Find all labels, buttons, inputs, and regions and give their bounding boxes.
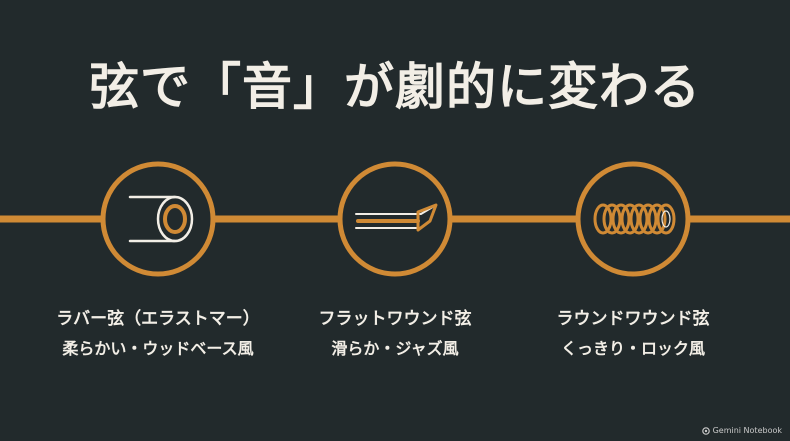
flatwound-string-name: フラットワウンド弦 [318,309,472,329]
rubber-string-name: ラバー弦（エラストマー） [56,309,260,329]
roundwound-string-label: ラウンドワウンド弦 くっきり・ロック風 [523,307,743,361]
flatwound-string-label: フラットワウンド弦 滑らか・ジャズ風 [285,307,505,361]
rubber-string-icon [100,161,216,277]
flatwound-string-icon [337,161,453,277]
roundwound-string-desc: くっきり・ロック風 [560,339,705,358]
rubber-string-desc: 柔らかい・ウッドベース風 [62,339,254,358]
watermark: Gemini Notebook [701,426,782,435]
rubber-string-label: ラバー弦（エラストマー） 柔らかい・ウッドベース風 [48,307,268,361]
slide-title: 弦で「音」が劇的に変わる [89,58,701,116]
roundwound-string-icon [575,161,691,277]
roundwound-string-name: ラウンドワウンド弦 [556,309,710,329]
flatwound-string-desc: 滑らか・ジャズ風 [331,339,459,358]
notebook-logo-icon [701,426,710,435]
watermark-text: Gemini Notebook [712,426,782,435]
